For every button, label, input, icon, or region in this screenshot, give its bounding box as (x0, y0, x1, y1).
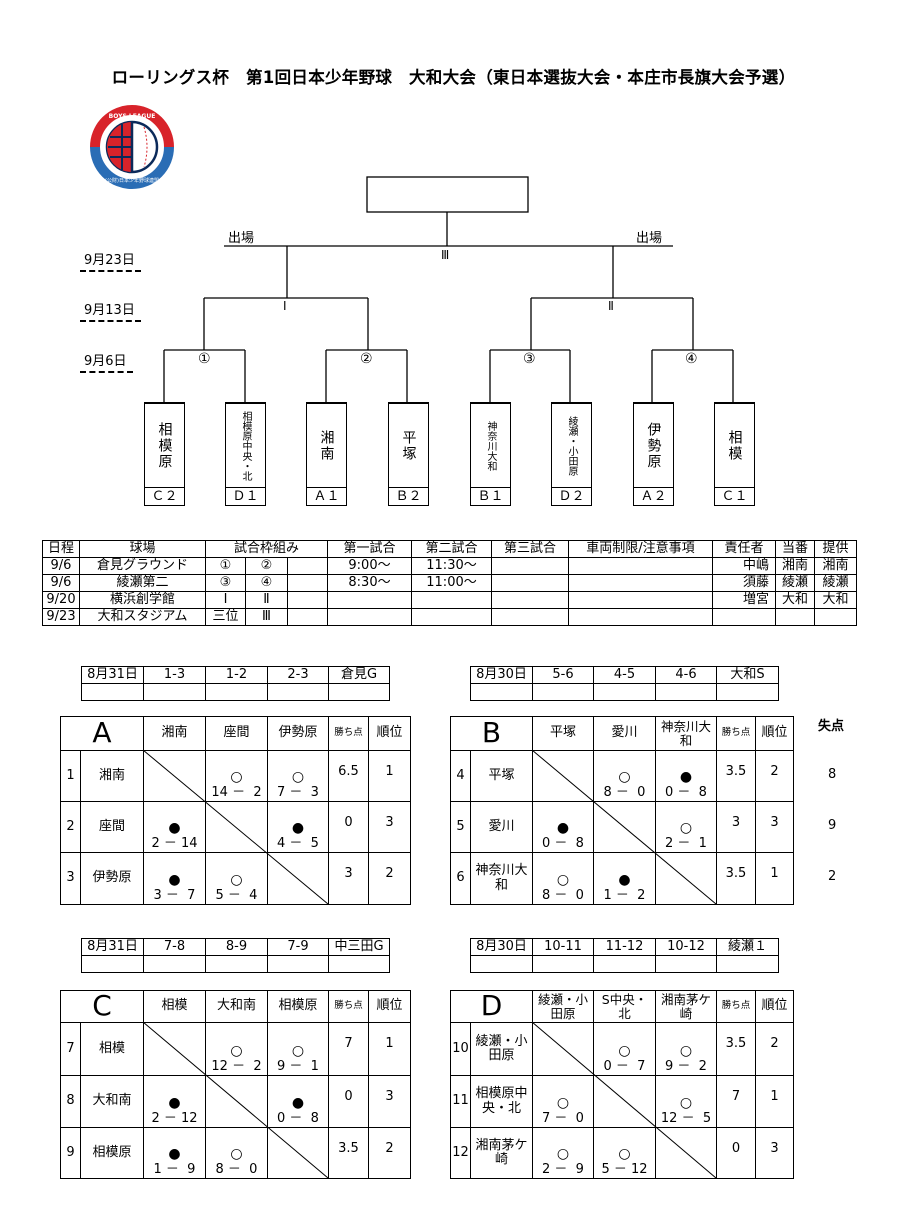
score: 8 － 0 (603, 784, 646, 800)
rank-value: 2 (368, 852, 411, 905)
loss-mark: ● (168, 1145, 181, 1162)
semi-label-2: Ⅱ (608, 299, 614, 313)
row-team-name: 綾瀬・小田原 (470, 1022, 533, 1076)
date-final: 9月23日 (80, 249, 141, 272)
score: 2 － 14 (151, 835, 198, 851)
result-cell: ●1 － 2 (593, 852, 656, 905)
semi-label-1: Ⅰ (283, 299, 287, 313)
score: 0 － 8 (277, 1110, 319, 1126)
schedule-cell (814, 608, 857, 626)
match-result-blank (328, 683, 390, 701)
bracket-seed: Ａ２ (633, 487, 674, 506)
boys-league-logo: BOYS LEAGUE (公財)日本少年野球連盟 (90, 105, 174, 189)
runs-allowed-value: 8 (828, 767, 837, 782)
score: 9 － 2 (665, 1058, 707, 1074)
svg-text:(公財)日本少年野球連盟: (公財)日本少年野球連盟 (105, 177, 159, 184)
bracket-seed: Ｂ１ (470, 487, 511, 506)
runs-allowed-value: 9 (828, 818, 837, 833)
win-mark: ○ (291, 1042, 305, 1059)
round-label-3: ③ (523, 351, 536, 367)
win-mark: ○ (556, 1094, 570, 1111)
bracket-seed: Ｃ２ (144, 487, 185, 506)
loss-mark: ● (679, 768, 693, 785)
bracket-seed: Ｄ２ (551, 487, 592, 506)
score: 14 － 2 (211, 784, 262, 800)
score: 12 － 5 (660, 1110, 712, 1126)
round-label-2: ② (360, 351, 373, 367)
date-semifinal: 9月13日 (80, 299, 141, 322)
runs-allowed-value: 2 (828, 869, 837, 884)
score: 3 － 7 (153, 887, 196, 903)
match-result-blank (716, 955, 779, 973)
final-label: Ⅲ (441, 248, 450, 262)
loss-mark: ● (168, 871, 181, 888)
result-cell: ○5 － 12 (593, 1127, 656, 1179)
result-cell: ○5 － 4 (205, 852, 268, 905)
loss-mark: ● (291, 819, 305, 836)
score: 12 － 2 (211, 1058, 262, 1074)
appearance-label-right: 出場 (636, 231, 663, 246)
score: 7 － 0 (542, 1110, 584, 1126)
win-mark: ○ (679, 1042, 693, 1059)
document-title: ローリングス杯 第1回日本少年野球 大和大会（東日本選抜大会・本庄市長旗大会予選… (111, 68, 796, 87)
bracket-seed: Ｄ１ (225, 487, 266, 506)
loss-mark: ● (168, 1094, 181, 1111)
score: 1 － 9 (153, 1161, 196, 1177)
score: 5 － 4 (215, 887, 258, 903)
win-mark: ○ (230, 1042, 243, 1059)
score: 2 － 1 (665, 835, 707, 851)
rank-value: 2 (368, 1127, 411, 1179)
bracket-seed: Ａ１ (306, 487, 347, 506)
result-cell: ○2 － 9 (532, 1127, 594, 1179)
win-mark: ○ (618, 1042, 631, 1059)
win-mark: ○ (291, 768, 305, 785)
rank-value: 1 (755, 852, 794, 905)
win-mark: ○ (618, 1145, 631, 1162)
score: 7 － 3 (277, 784, 319, 800)
win-mark: ○ (556, 1145, 570, 1162)
score: 1 － 2 (603, 887, 646, 903)
win-mark: ○ (230, 871, 243, 888)
win-mark: ○ (230, 768, 243, 785)
rank-value: 3 (755, 1127, 794, 1179)
score: 8 － 0 (215, 1161, 258, 1177)
win-mark: ○ (618, 768, 631, 785)
score: 2 － 12 (151, 1110, 198, 1126)
win-mark: ○ (679, 819, 693, 836)
bracket-seed: Ｃ１ (714, 487, 755, 506)
svg-text:BOYS LEAGUE: BOYS LEAGUE (109, 113, 156, 120)
score: 8 － 0 (542, 887, 584, 903)
score: 5 － 12 (601, 1161, 648, 1177)
bracket-seed: Ｂ２ (388, 487, 429, 506)
score: 9 － 1 (277, 1058, 319, 1074)
match-result-blank (328, 955, 390, 973)
round-label-1: ① (198, 351, 211, 367)
appearance-label-left: 出場 (228, 231, 255, 246)
win-mark: ○ (230, 1145, 243, 1162)
loss-mark: ● (618, 871, 631, 888)
score: 0 － 8 (542, 835, 584, 851)
loss-mark: ● (291, 1094, 305, 1111)
score: 4 － 5 (277, 835, 319, 851)
match-result-blank (716, 683, 779, 701)
loss-mark: ● (556, 819, 570, 836)
score: 2 － 9 (542, 1161, 584, 1177)
win-mark: ○ (556, 871, 570, 888)
runs-allowed-header: 失点 (818, 719, 845, 734)
score: 0 － 7 (603, 1058, 646, 1074)
loss-mark: ● (168, 819, 181, 836)
score: 0 － 8 (665, 784, 707, 800)
win-mark: ○ (679, 1094, 693, 1111)
date-first-round: 9月6日 (80, 350, 133, 373)
round-label-4: ④ (685, 351, 698, 367)
